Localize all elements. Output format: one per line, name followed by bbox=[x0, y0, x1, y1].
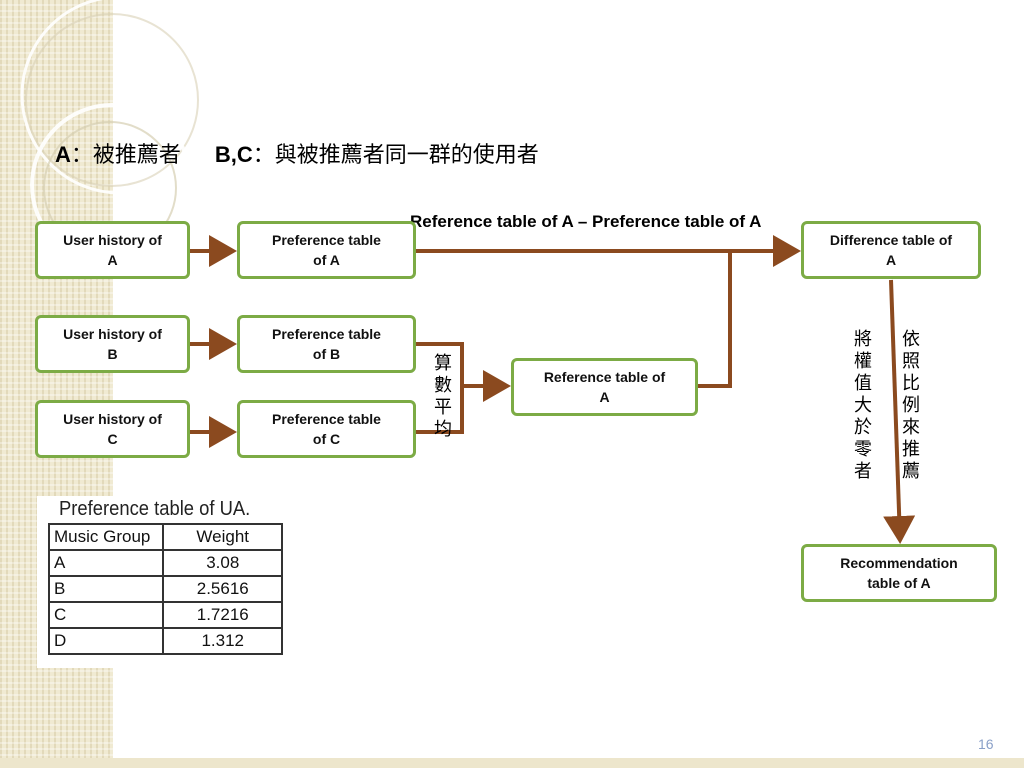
node-user-history-b: User history of B bbox=[35, 315, 190, 373]
weight-gt-zero-label: 將權值大於零者 bbox=[854, 329, 872, 481]
table-cell-group: A bbox=[47, 549, 165, 577]
node-preference-table-c-label: Preference table of C bbox=[272, 411, 381, 447]
node-recommendation-table-a-label: Recommendation table of A bbox=[840, 555, 958, 591]
node-difference-table-a-label: Difference table of A bbox=[829, 232, 953, 268]
table-cell-group: C bbox=[47, 601, 165, 629]
table-cell-group: B bbox=[47, 575, 165, 603]
table-row: C 1.7216 bbox=[47, 601, 283, 629]
node-preference-table-b-label: Preference table of B bbox=[272, 326, 381, 362]
node-user-history-c-label: User history of C bbox=[63, 411, 162, 447]
slide-title: A：被推薦者 B,C：與被推薦者同一群的使用者 bbox=[55, 140, 539, 170]
node-difference-table-a: Difference table of A bbox=[801, 221, 981, 279]
title-a-label: A bbox=[55, 142, 71, 167]
table-cell-group: D bbox=[47, 627, 165, 655]
node-preference-table-a: Preference table of A bbox=[237, 221, 416, 279]
table-row: A 3.08 bbox=[47, 549, 283, 577]
table-header-weight: Weight bbox=[162, 523, 283, 551]
decorative-circles bbox=[20, 0, 220, 260]
title-bc-label: B,C bbox=[214, 142, 253, 167]
node-preference-table-b: Preference table of B bbox=[237, 315, 416, 373]
page-number: 16 bbox=[978, 736, 994, 752]
preference-table-ua-caption: Preference table of UA. bbox=[59, 498, 251, 520]
average-label: 算數平均 bbox=[434, 353, 452, 439]
preference-table-ua-image: Preference table of UA. Music Group Weig… bbox=[37, 496, 283, 668]
node-user-history-a-label: User history of A bbox=[63, 232, 162, 268]
table-cell-weight: 1.312 bbox=[162, 627, 283, 655]
proportional-recommend-label: 依照比例來推薦 bbox=[902, 329, 920, 481]
node-reference-table-a: Reference table of A bbox=[511, 358, 698, 416]
table-cell-weight: 2.5616 bbox=[162, 575, 283, 603]
title-a-text: ：被推薦者 bbox=[70, 142, 181, 167]
table-header-row: Music Group Weight bbox=[47, 523, 283, 551]
node-user-history-a: User history of A bbox=[35, 221, 190, 279]
node-user-history-b-label: User history of B bbox=[63, 326, 162, 362]
node-preference-table-c: Preference table of C bbox=[237, 400, 416, 458]
arrow-difference-to-recommendation bbox=[883, 279, 916, 544]
title-bc-text: ：與被推薦者同一群的使用者 bbox=[252, 142, 539, 167]
table-header-music-group: Music Group bbox=[47, 523, 165, 551]
node-reference-table-a-label: Reference table of A bbox=[543, 369, 666, 405]
node-preference-table-a-label: Preference table of A bbox=[272, 232, 381, 268]
node-user-history-c: User history of C bbox=[35, 400, 190, 458]
preference-table-ua: Music Group Weight A 3.08 B 2.5616 C 1.7… bbox=[47, 523, 283, 655]
table-cell-weight: 1.7216 bbox=[162, 601, 283, 629]
node-recommendation-table-a: Recommendation table of A bbox=[801, 544, 997, 602]
table-row: D 1.312 bbox=[47, 627, 283, 655]
table-row: B 2.5616 bbox=[47, 575, 283, 603]
table-cell-weight: 3.08 bbox=[162, 549, 283, 577]
difference-formula-label: Reference table of A – Preference table … bbox=[410, 212, 762, 231]
line-reference-to-difference bbox=[698, 251, 732, 388]
bottom-decorative-strip bbox=[0, 758, 1024, 768]
